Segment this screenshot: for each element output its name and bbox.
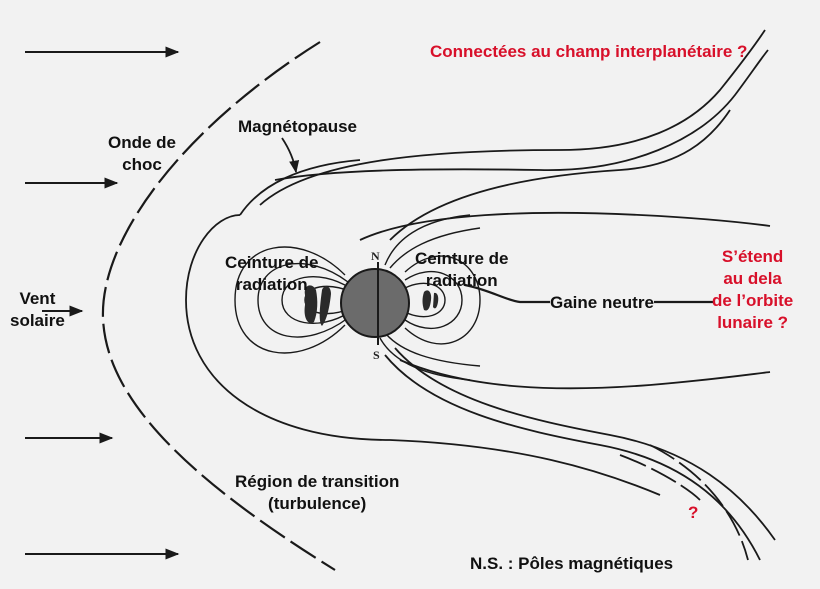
left-radiation-belt-label-line-2: radiation — [235, 275, 308, 294]
bow-shock-label-line-2: choc — [122, 155, 162, 174]
left-radiation-belt-label: Ceinture de radiation — [225, 252, 319, 296]
left-radiation-belt-label-line-1: Ceinture de — [225, 253, 319, 272]
right-radiation-belt — [422, 290, 439, 311]
solar-wind-label: Vent solaire — [10, 288, 65, 332]
bow-shock-line — [101, 41, 336, 571]
right-field-loops — [404, 255, 481, 345]
lunar-orbit-question-line-1: S’étend — [721, 247, 784, 266]
lunar-orbit-question-line-3: de l’orbite — [712, 291, 794, 310]
bow-shock-label: Onde de choc — [108, 132, 176, 176]
magnetopause-lines — [185, 29, 769, 496]
right-radiation-belt-label: Ceinture de radiation — [415, 248, 509, 292]
polar-field-lines — [379, 214, 481, 381]
lunar-orbit-question-line-2: au dela — [723, 269, 782, 288]
transition-region-label: Région de transition (turbulence) — [235, 471, 399, 515]
earth-globe — [340, 268, 410, 338]
left-radiation-belt — [304, 285, 331, 326]
left-field-loops — [234, 246, 353, 354]
solar-wind-arrows — [25, 46, 180, 560]
right-radiation-belt-label-line-1: Ceinture de — [415, 249, 509, 268]
south-pole-marker: S — [373, 348, 380, 362]
north-pole-marker: N — [371, 249, 380, 263]
dashed-field-lines — [619, 444, 749, 561]
lunar-orbit-question-line-4: lunaire ? — [717, 313, 789, 332]
earth — [340, 262, 410, 345]
magnetic-poles-caption: N.S. : Pôles magnétiques — [470, 554, 674, 573]
tail-question-mark: ? — [688, 503, 699, 522]
right-radiation-belt-label-line-2: radiation — [425, 271, 498, 290]
neutral-sheet-label: Gaine neutre — [550, 292, 654, 314]
magnetopause-label: Magnétopause — [238, 117, 358, 136]
transition-region-label-line-1: Région de transition — [235, 472, 400, 491]
solar-wind-label-line-1: Vent — [19, 289, 56, 308]
magnetopause-arrow — [281, 137, 300, 174]
bow-shock-label-line-1: Onde de — [108, 133, 177, 152]
interplanetary-question: Connectées au champ interplanétaire ? — [430, 42, 748, 61]
magnetotail-lines — [359, 109, 776, 561]
transition-region-label-line-2: (turbulence) — [268, 494, 367, 513]
solar-wind-label-line-2: solaire — [10, 311, 65, 330]
lunar-orbit-question: S’étend au dela de l’orbite lunaire ? — [712, 246, 793, 334]
neutral-sheet-line — [464, 283, 715, 304]
